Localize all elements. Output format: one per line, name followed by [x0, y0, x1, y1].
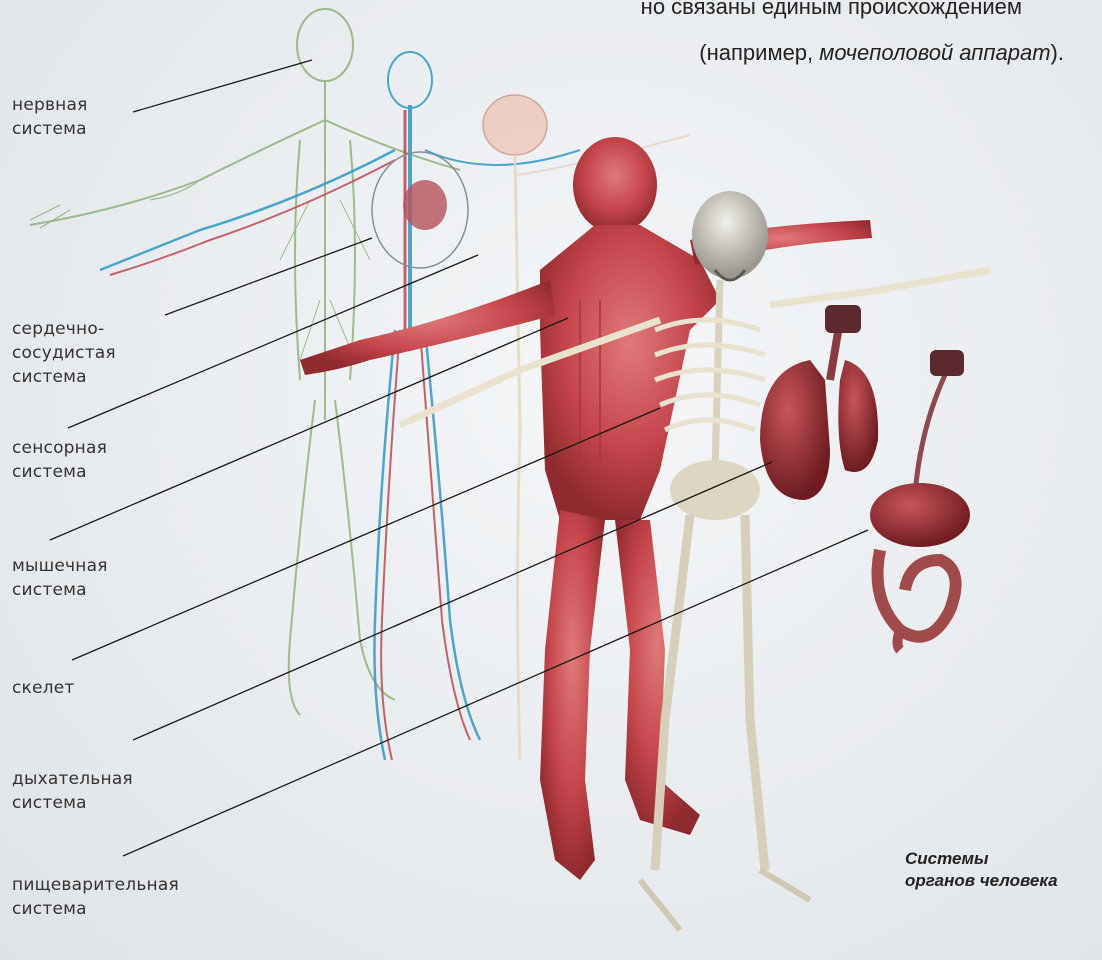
cardiovascular-system-figure — [100, 52, 580, 760]
label-skeleton: скелет — [12, 676, 75, 700]
label-nervous-line1: нервная — [12, 93, 88, 117]
caption-line2: органов человека — [905, 870, 1058, 892]
label-cardio-line2: сосудистая — [12, 341, 116, 365]
label-muscular-line1: мышечная — [12, 554, 108, 578]
label-sensory-line2: система — [12, 460, 107, 484]
label-muscular-line2: система — [12, 578, 108, 602]
leader-muscular — [50, 318, 568, 540]
label-muscular-system: мышечная система — [12, 554, 108, 602]
label-digestive-line2: система — [12, 897, 179, 921]
label-cardiovascular-system: сердечно- сосудистая система — [12, 317, 116, 389]
label-respiratory-system: дыхательная система — [12, 767, 133, 815]
label-skeleton-line1: скелет — [12, 676, 75, 700]
label-cardio-line3: система — [12, 365, 116, 389]
figure-caption: Системы органов человека — [905, 848, 1058, 892]
label-respiratory-line2: система — [12, 791, 133, 815]
caption-line1: Системы — [905, 848, 1058, 870]
label-nervous-line2: система — [12, 117, 88, 141]
respiratory-system-figure — [760, 305, 878, 500]
label-nervous-system: нервная система — [12, 93, 88, 141]
label-respiratory-line1: дыхательная — [12, 767, 133, 791]
label-cardio-line1: сердечно- — [12, 317, 116, 341]
label-digestive-line1: пищеварительная — [12, 873, 179, 897]
digestive-system-figure — [870, 350, 970, 650]
label-digestive-system: пищеварительная система — [12, 873, 179, 921]
muscular-system-figure — [300, 137, 872, 880]
label-sensory-system: сенсорная система — [12, 436, 107, 484]
leader-lines — [50, 60, 868, 856]
leader-cardiovascular — [165, 238, 372, 315]
label-sensory-line1: сенсорная — [12, 436, 107, 460]
leader-nervous — [133, 60, 312, 112]
